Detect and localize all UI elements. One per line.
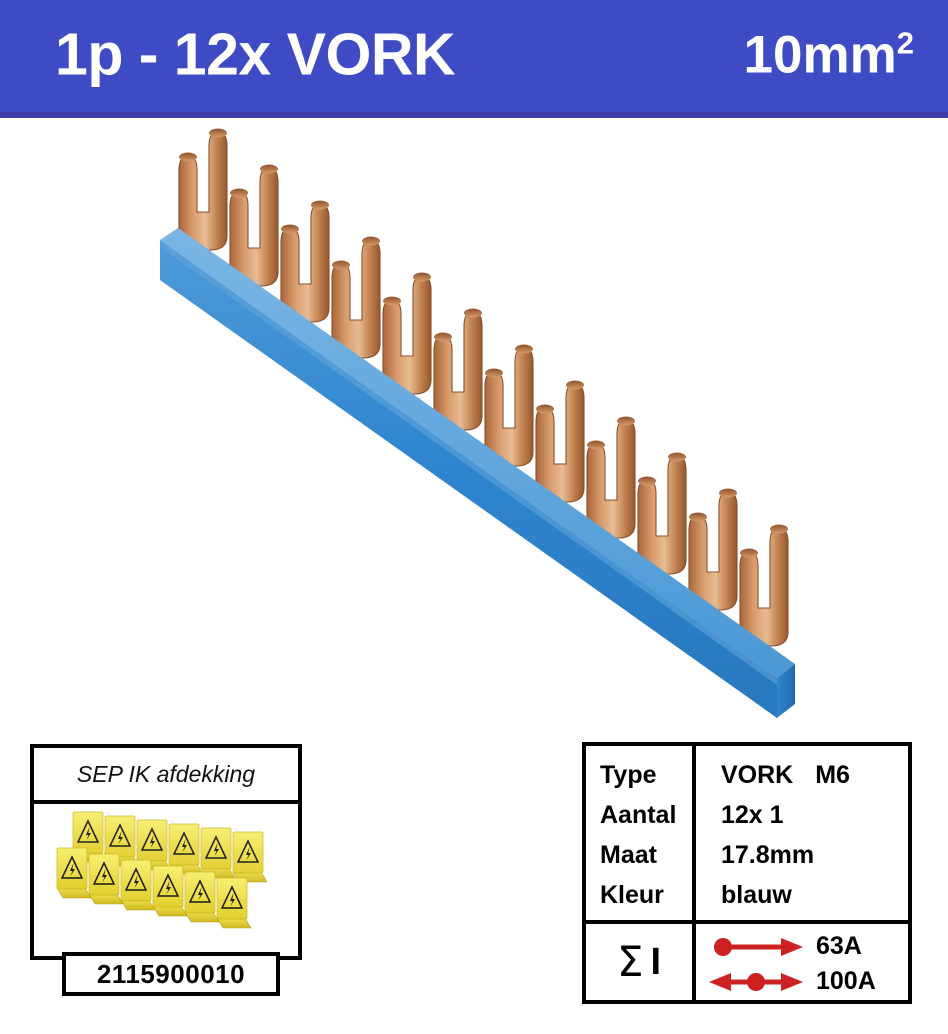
current-line-feed-one-side: 63A (696, 930, 908, 963)
accessory-title: SEP IK afdekking (76, 760, 256, 787)
spec-value-type: VORK M6 (721, 755, 908, 795)
part-number: 2115900010 (96, 958, 246, 989)
spec-label-column: Type Aantal Maat Kleur (586, 746, 696, 920)
header-banner: 1p - 12x VORK 10mm2 (0, 0, 948, 118)
cross-section-label: 10mm2 (744, 24, 914, 85)
busbar-illustration (160, 127, 795, 718)
part-number-box: 2115900010 (62, 952, 280, 996)
spec-value-maat: 17.8mm (721, 841, 815, 869)
current-symbol-cell: Σ I (586, 924, 696, 1000)
cross-section-superscript: 2 (896, 25, 914, 61)
spec-rows: Type Aantal Maat Kleur VORK M6 12x 1 17.8… (586, 746, 908, 924)
page-title: 1p - 12x VORK (55, 21, 456, 88)
busbar-body (160, 228, 795, 718)
spec-value-type-main: VORK (721, 761, 794, 789)
product-photo (0, 122, 948, 722)
accessory-image (34, 804, 298, 960)
current-rating-row: Σ I 63A (586, 924, 908, 1000)
spec-table: Type Aantal Maat Kleur VORK M6 12x 1 17.8… (582, 742, 912, 1004)
current-values-cell: 63A 100A (696, 924, 908, 1000)
spec-value-type-thread: M6 (815, 761, 850, 789)
spec-value-kleur: blauw (721, 881, 792, 909)
spec-value-aantal: 12x 1 (721, 801, 784, 829)
spec-label-maat: Maat (600, 841, 657, 869)
current-line-feed-center: 100A (696, 965, 908, 998)
spec-label-kleur: Kleur (600, 881, 664, 909)
spec-label-type: Type (600, 761, 657, 789)
cross-section-value: 10mm (743, 25, 897, 85)
accessory-title-row: SEP IK afdekking (34, 748, 298, 804)
accessory-box: SEP IK afdekking (30, 744, 302, 960)
arrow-bidirectional-with-dot-icon (696, 969, 816, 995)
insulating-caps-illustration (56, 811, 268, 929)
current-value-100a: 100A (816, 967, 876, 995)
arrow-right-with-dot-icon (696, 934, 816, 960)
current-symbol-label: I (650, 941, 662, 983)
spec-value-column: VORK M6 12x 1 17.8mm blauw (696, 746, 908, 920)
current-value-63a: 63A (816, 932, 862, 960)
spec-label-aantal: Aantal (600, 801, 677, 829)
fork-prongs-group (178, 127, 789, 647)
sigma-icon: Σ (616, 937, 644, 986)
